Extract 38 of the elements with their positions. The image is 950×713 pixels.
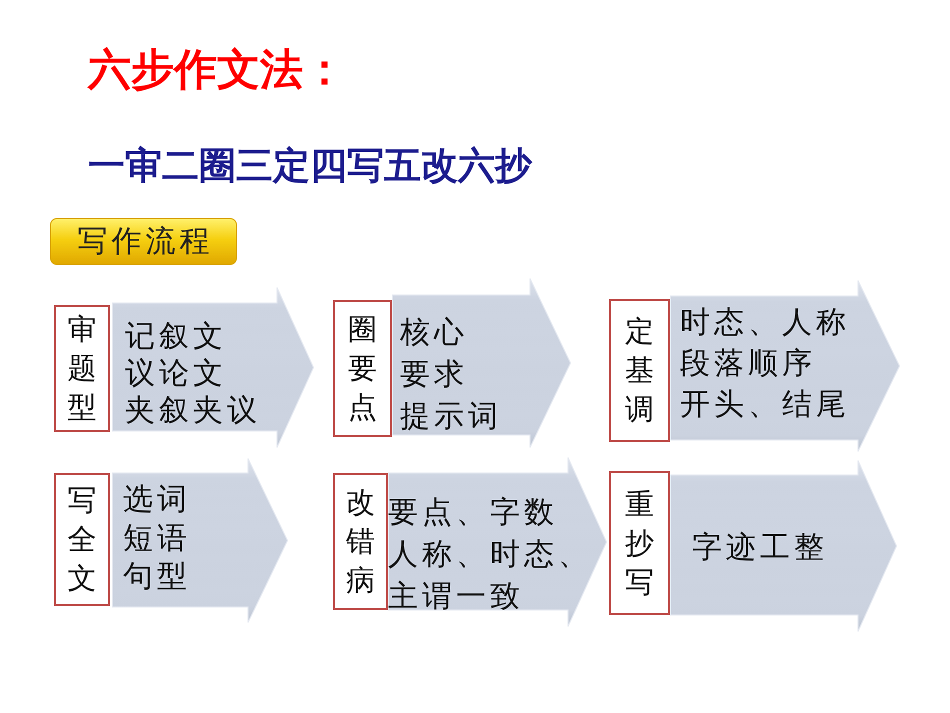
title: 六步作文法： [88, 45, 346, 95]
step-tab [54, 473, 110, 606]
subtitle: 一审二圈三定四写五改六抄 [88, 145, 532, 187]
step-tab [609, 299, 670, 442]
list-text: 句型 [123, 559, 191, 595]
step-tab [54, 305, 110, 432]
step-name: 改错病 [345, 484, 376, 599]
step-tab [609, 471, 670, 615]
chevron-panel [670, 280, 900, 452]
list-text: 议论文 [125, 356, 227, 392]
list-text: 字迹工整 [692, 530, 828, 566]
list-text: 主谓一致 [388, 579, 524, 615]
chevron-panel [670, 460, 897, 632]
list-text: 短语 [123, 520, 191, 556]
chevron-panel [388, 457, 607, 627]
heading-badge [50, 218, 237, 265]
chevron-panel [112, 287, 314, 448]
list-text: 记叙文 [125, 319, 227, 355]
step-name: 写全文 [66, 482, 98, 597]
step-tab [333, 473, 388, 610]
list-text: 要求 [400, 357, 468, 393]
heading-text: 写作流程 [76, 224, 214, 260]
step-name: 定基调 [624, 313, 655, 428]
step-name: 审题型 [66, 311, 98, 426]
list-text: 时态、人称 [680, 305, 850, 341]
list-text: 夹叙夹议 [125, 393, 261, 429]
chevron-panel [112, 458, 288, 623]
chevron-panel [392, 278, 571, 448]
list-text: 人称、时态、 [388, 537, 592, 573]
step-name: 重抄写 [624, 486, 655, 600]
list-text: 选词 [123, 482, 191, 518]
list-text: 核心 [400, 315, 468, 351]
list-text: 要点、字数 [388, 495, 558, 531]
list-text: 段落顺序 [680, 346, 816, 382]
list-text: 提示词 [400, 399, 502, 435]
step-tab [333, 300, 392, 437]
list-text: 开头、结尾 [680, 387, 850, 423]
step-name: 圈要点 [347, 311, 378, 426]
